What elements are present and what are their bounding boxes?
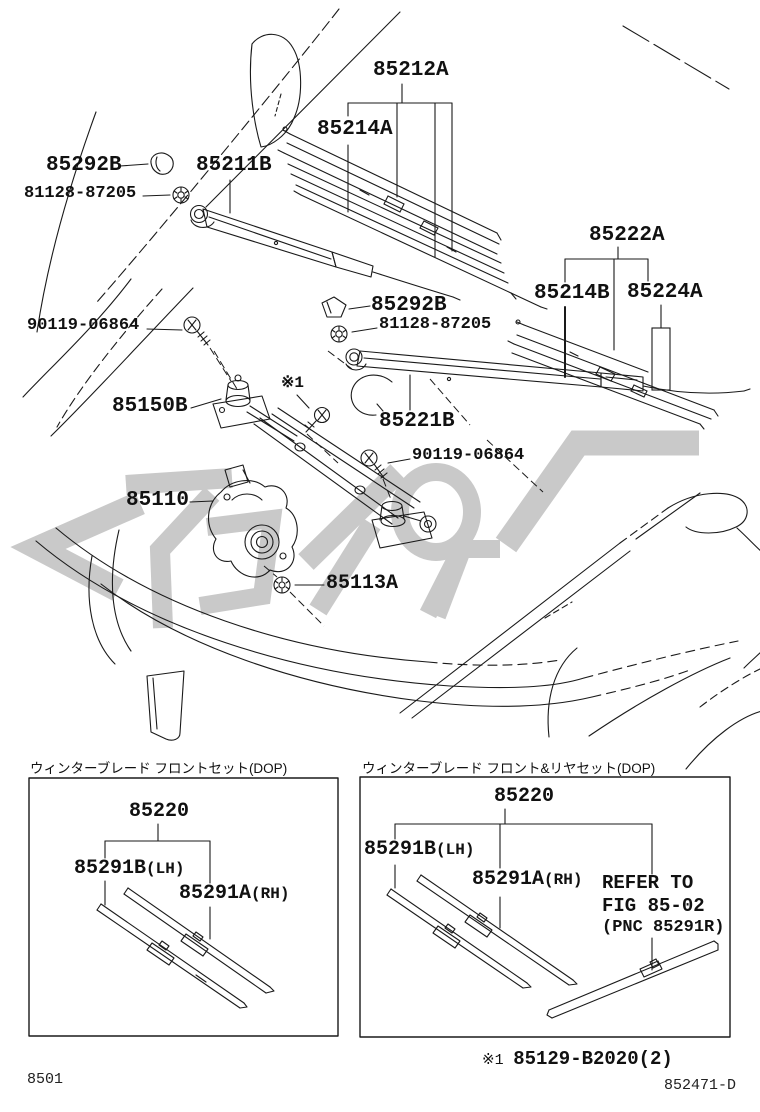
right-blade-stack: [507, 319, 719, 430]
inset-left-part-85291a: 85291A(RH): [179, 883, 289, 904]
inset-left-part-85291b: 85291B(LH): [74, 858, 184, 879]
inset-right-part-85291b: 85291B(LH): [364, 839, 474, 860]
part-label-85292b-mid: 85292B: [371, 294, 447, 317]
part-label-81128-87205-mid: 81128-87205: [379, 315, 492, 334]
part-label-85113a: 85113A: [326, 572, 399, 595]
side-suffix-rh: (RH): [251, 885, 290, 903]
part-number: 85291A: [179, 882, 252, 905]
inset-right-title: ウィンターブレード フロント&リヤセット(DOP): [362, 761, 656, 776]
inset-left-part-85220: 85220: [129, 800, 190, 823]
part-label-85211b: 85211B: [196, 154, 272, 177]
note-mark-1: ※1: [281, 374, 305, 392]
part-label-85110: 85110: [126, 489, 190, 512]
inset-right-part-85220: 85220: [494, 785, 555, 808]
side-suffix-lh: (LH): [436, 841, 475, 859]
inset-left-box: [28, 777, 339, 1037]
footnote-part-number: 85129-B2020(2): [513, 1048, 673, 1070]
part-label-85214a: 85214A: [317, 118, 393, 141]
part-label-81128-87205-upper: 81128-87205: [24, 184, 137, 203]
fastener-glyphs: [183, 316, 388, 594]
car-body-lines: [22, 8, 760, 770]
part-label-85214b: 85214B: [534, 282, 610, 305]
footnote: ※1 85129-B2020(2): [482, 1048, 673, 1070]
part-label-85224a: 85224A: [627, 281, 703, 304]
part-label-90119-06864-left: 90119-06864: [27, 316, 140, 335]
front-blade-stack: [277, 126, 548, 310]
drawing-code: 852471-D: [664, 1077, 737, 1094]
inset-left-title: ウィンターブレード フロントセット(DOP): [30, 761, 288, 776]
part-label-90119-06864-right: 90119-06864: [412, 446, 525, 465]
assembly-dash-lines: [209, 347, 544, 627]
leader-lines: [119, 83, 671, 586]
refer-note-line2: FIG 85-02: [602, 895, 705, 917]
refer-note-line3: (PNC 85291R): [602, 918, 725, 937]
watermark: [10, 430, 699, 629]
side-suffix-lh: (LH): [146, 860, 185, 878]
part-label-85150b: 85150B: [112, 395, 188, 418]
footnote-mark: ※1: [482, 1052, 504, 1069]
part-number: 85291B: [364, 838, 437, 861]
part-label-85292b-upper: 85292B: [46, 154, 122, 177]
part-number: 85291A: [472, 868, 545, 891]
part-number: 85291B: [74, 857, 147, 880]
inset-right-part-85291a: 85291A(RH): [472, 869, 582, 890]
wiper-arm-left: [150, 152, 461, 301]
side-suffix-rh: (RH): [544, 871, 583, 889]
part-label-85222a: 85222A: [589, 224, 665, 247]
inset-right-box: [359, 776, 731, 1038]
wiper-linkage-and-motor: [208, 374, 437, 578]
part-label-85212a: 85212A: [373, 59, 449, 82]
wiper-arm-right: [321, 296, 751, 416]
figure-code: 8501: [27, 1071, 64, 1088]
part-label-85221b: 85221B: [379, 410, 455, 433]
refer-note-line1: REFER TO: [602, 872, 694, 894]
